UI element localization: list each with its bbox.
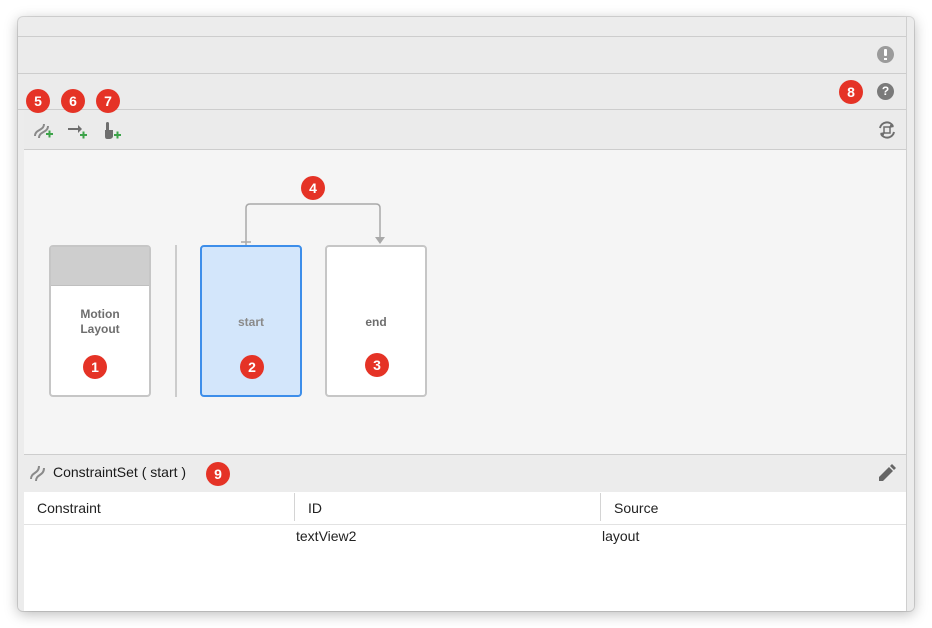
header-row <box>18 74 906 109</box>
callout-badge-2: 2 <box>240 355 264 379</box>
add-constraintset-icon[interactable] <box>32 119 54 141</box>
divider <box>24 149 906 150</box>
callout-badge-1: 1 <box>83 355 107 379</box>
callout-badge-6: 6 <box>61 89 85 113</box>
column-header-source[interactable]: Source <box>614 500 659 516</box>
row-id: textView2 <box>296 528 357 544</box>
constraintset-header: ConstraintSet ( start ) <box>24 454 906 493</box>
motion-layout-label: Motion Layout <box>80 307 120 336</box>
transition-arrow[interactable] <box>234 198 394 248</box>
table-row[interactable]: textView2 layout <box>24 525 906 547</box>
callout-badge-9: 9 <box>206 462 230 486</box>
column-header-id[interactable]: ID <box>308 500 322 516</box>
divider <box>18 109 906 110</box>
callout-badge-4: 4 <box>301 176 325 200</box>
constraints-table: Constraint ID Source textView2 layout <box>24 492 906 611</box>
cycle-icon[interactable] <box>876 119 898 141</box>
callout-badge-7: 7 <box>96 89 120 113</box>
motion-layout-card[interactable]: Motion Layout <box>49 245 151 397</box>
pencil-icon[interactable] <box>875 463 897 485</box>
column-divider <box>294 493 295 521</box>
callout-badge-5: 5 <box>26 89 50 113</box>
column-divider <box>600 493 601 521</box>
start-label: start <box>237 315 264 329</box>
card-header <box>51 247 149 286</box>
add-click-handler-icon[interactable] <box>100 119 122 141</box>
constraintset-icon <box>28 461 48 483</box>
table-header-row: Constraint ID Source <box>24 492 906 525</box>
help-icon[interactable]: ? <box>877 83 894 100</box>
motion-editor-window: ? <box>18 17 914 611</box>
row-source: layout <box>602 528 640 544</box>
end-label: end <box>365 315 387 329</box>
right-edge-panel <box>906 17 914 611</box>
warning-row <box>18 37 906 73</box>
divider <box>18 73 906 74</box>
toolbar <box>24 110 906 149</box>
layout-canvas: Motion Layout start end <box>24 150 906 454</box>
callout-badge-3: 3 <box>365 353 389 377</box>
card-separator <box>175 245 177 397</box>
column-header-constraint[interactable]: Constraint <box>37 500 101 516</box>
add-transition-icon[interactable] <box>66 119 88 141</box>
divider <box>18 36 906 37</box>
callout-badge-8: 8 <box>839 80 863 104</box>
constraintset-title: ConstraintSet ( start ) <box>53 464 187 480</box>
warning-icon[interactable] <box>877 46 894 63</box>
